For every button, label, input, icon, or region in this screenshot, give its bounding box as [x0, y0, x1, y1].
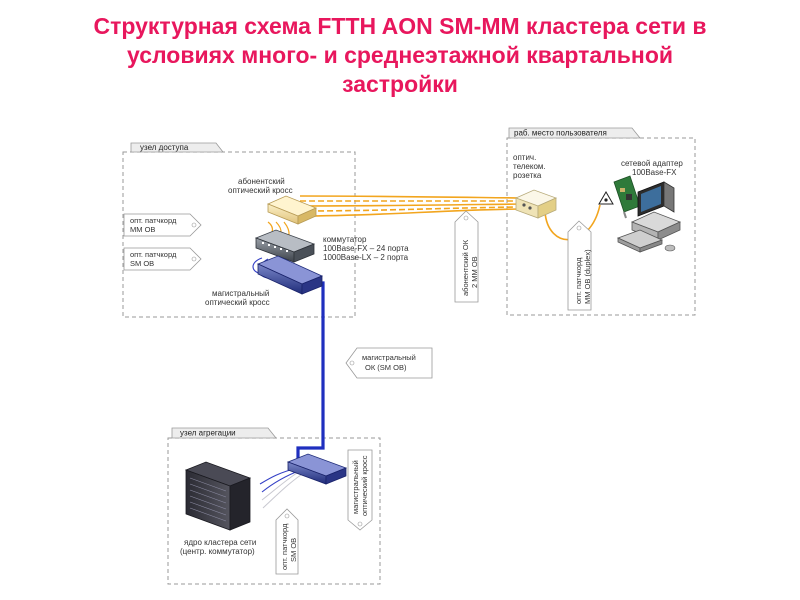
access-node-zone: узел доступа	[122, 142, 356, 318]
sm-trunk-cable	[296, 281, 325, 462]
desktop-computer-icon	[616, 181, 682, 253]
trunk-cross-access-label: магистральный оптический кросс	[205, 289, 272, 307]
core-switch-rack	[184, 461, 252, 531]
tag-sm-patch: опт. патчкорд SM ОВ	[123, 247, 202, 271]
tag-agg-sm-patch: опт. патчкорд SM ОВ	[275, 508, 299, 575]
trunk-optical-cross-access	[256, 255, 324, 295]
tag-trunk-cross-aggregation: магистральный оптический кросс	[347, 449, 373, 531]
svg-text:опт. патчкорд SM ОВ: опт. патчкорд SM ОВ	[280, 522, 298, 570]
subscriber-optical-cross	[266, 195, 318, 225]
aggregation-zone-title: узел агрегации	[180, 429, 236, 438]
svg-text:магистральный оптический: магистральный оптический кросс	[351, 455, 369, 516]
core-label: ядро кластера сети (центр. коммутатор)	[180, 538, 259, 556]
tag-mm-patch: опт. патчкорд ММ ОВ	[123, 213, 202, 237]
aggregation-node-zone: узел агрегации	[167, 427, 381, 585]
title-line-1: Структурная схема FTTH AON SM-MM кластер…	[93, 13, 707, 39]
switch	[254, 229, 316, 263]
page-title: Структурная схема FTTH AON SM-MM кластер…	[20, 12, 780, 99]
svg-text:опт. патчкорд ММ ОВ: опт. патчкорд ММ ОВ	[130, 216, 178, 234]
network-adapter-card	[613, 175, 641, 219]
tag-mm-duplex: опт. патчкорд ММ ОВ (duplex)	[567, 220, 592, 311]
outlet-label: оптич. телеком. розетка	[513, 153, 548, 180]
tag-subscriber-cable: абонентский ОК 2 ММ ОВ	[454, 210, 479, 303]
optical-telecom-outlet	[514, 189, 558, 219]
tag-trunk-cable: магистральный ОК (SM ОВ)	[345, 347, 433, 379]
svg-text:абонентский ОК 2 ММ ОВ: абонентский ОК 2 ММ ОВ	[461, 238, 479, 296]
switch-label: коммутатор 100Base-FX – 24 порта 1000Bas…	[323, 235, 411, 262]
net-adapter-label: сетевой адаптер 100Base-FX	[621, 159, 685, 177]
svg-text:магистральный ОК (SM ОВ): магистральный ОК (SM ОВ)	[362, 353, 418, 372]
subscriber-cross-label: абонентский оптический кросс	[228, 177, 293, 195]
access-zone-title: узел доступа	[140, 143, 189, 152]
trunk-optical-cross-aggregation	[286, 453, 348, 485]
title-line-3: застройки	[342, 71, 458, 97]
svg-text:опт. патчкорд SM ОВ: опт. патчкорд SM ОВ	[130, 250, 178, 268]
mm-fiber-bundle	[299, 195, 521, 217]
workplace-zone: раб. место пользователя	[506, 127, 696, 316]
workplace-zone-title: раб. место пользователя	[514, 129, 607, 138]
title-line-2: условиях много- и среднеэтажной кварталь…	[126, 42, 674, 68]
laser-warning-icon	[598, 191, 614, 205]
svg-text:опт. патчкорд ММ ОВ (dup: опт. патчкорд ММ ОВ (duplex)	[574, 249, 592, 304]
